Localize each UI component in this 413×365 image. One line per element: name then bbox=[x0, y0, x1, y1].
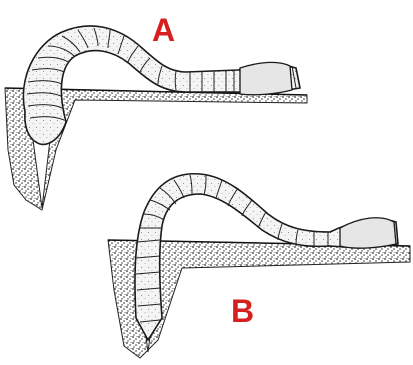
panel-a bbox=[5, 26, 307, 210]
panel-label-b: B bbox=[231, 295, 254, 327]
panel-label-a: A bbox=[152, 14, 175, 46]
panel-b bbox=[108, 174, 410, 358]
worm-a-clitellum bbox=[240, 62, 292, 94]
worm-b-clitellum bbox=[340, 218, 396, 248]
